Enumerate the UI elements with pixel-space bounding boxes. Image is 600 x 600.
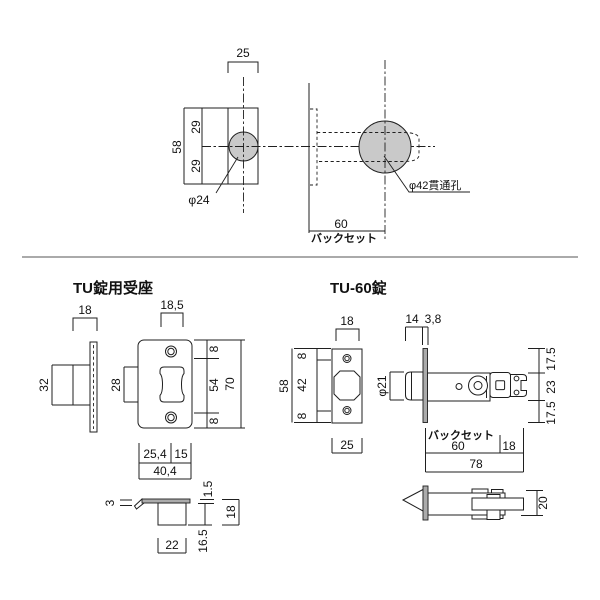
dim-face-thickness: 3,8 bbox=[425, 312, 442, 326]
dim-offset-right: 15 bbox=[174, 447, 188, 461]
dim-line bbox=[183, 107, 228, 185]
dim-plate-width: 40,4 bbox=[153, 464, 177, 478]
dim-face-bottom-width: 25 bbox=[340, 438, 354, 452]
dim-line bbox=[72, 317, 98, 331]
label-spindle-dia: φ24 bbox=[188, 193, 209, 207]
dim-face-width: 18 bbox=[340, 314, 354, 328]
dim-depth-inner: 16.5 bbox=[196, 529, 210, 553]
strike-plate-section: TU錠用受座 18 32 18,5 28 8 54 8 70 25,4 15 4… bbox=[37, 279, 245, 554]
dim-strike-box-width: 18 bbox=[78, 303, 92, 317]
dim-backset-top: 60 bbox=[334, 217, 348, 231]
dim-line bbox=[138, 443, 192, 480]
latch-bolt-head bbox=[405, 371, 424, 401]
screw-hole-inner bbox=[344, 407, 350, 414]
dim-line bbox=[227, 61, 259, 73]
dim-cutout-width: 18,5 bbox=[160, 298, 184, 312]
knob-drilling-view: 25 58 29 29 φ24 φ42貫通孔 60 バックセット bbox=[170, 46, 470, 245]
dim-line bbox=[160, 312, 184, 327]
spring-tab bbox=[491, 489, 504, 494]
dim-line bbox=[120, 499, 132, 506]
dim-face-hole-span: 42 bbox=[295, 378, 309, 392]
dim-margin-top: 8 bbox=[207, 345, 221, 352]
dim-seg-mid: 23 bbox=[544, 380, 558, 394]
rose-hidden-outline bbox=[310, 108, 318, 186]
dim-line bbox=[188, 503, 212, 526]
strike-title: TU錠用受座 bbox=[73, 279, 153, 297]
dim-line bbox=[157, 538, 187, 554]
dim-seg-bottom: 17.5 bbox=[544, 401, 558, 425]
dim-tail: 18 bbox=[502, 439, 516, 453]
dim-depth-total: 18 bbox=[224, 505, 238, 519]
dim-face-margin-top: 8 bbox=[295, 352, 309, 359]
dim-body-height: 20 bbox=[536, 496, 550, 510]
dim-line bbox=[194, 339, 245, 429]
dim-knob-half-top: 29 bbox=[189, 120, 203, 134]
dim-knob-width: 25 bbox=[236, 46, 250, 60]
leader-line bbox=[383, 155, 470, 193]
latch-section: TU-60錠 18 58 8 42 8 25 14 3,8 bbox=[277, 279, 558, 521]
dim-line bbox=[51, 364, 73, 406]
dim-bolt-dia: φ21 bbox=[375, 375, 389, 396]
spindle-square-hole bbox=[495, 380, 506, 391]
dim-line bbox=[222, 499, 240, 526]
strike-box-side bbox=[72, 364, 91, 406]
dim-hole-span: 54 bbox=[207, 378, 221, 392]
strike-cutout bbox=[159, 366, 185, 403]
label-bore: φ42貫通孔 bbox=[409, 179, 461, 192]
dim-thickness: 1.5 bbox=[201, 480, 215, 497]
dim-seg-top: 17.5 bbox=[544, 347, 558, 371]
dim-cutout-height: 28 bbox=[109, 378, 123, 392]
dim-line bbox=[405, 326, 429, 345]
dim-face-margin-bottom: 8 bbox=[295, 412, 309, 419]
fork-hole bbox=[513, 389, 520, 396]
label-backset-top: バックセット bbox=[311, 232, 377, 245]
dim-line bbox=[335, 328, 360, 341]
dim-line bbox=[200, 499, 214, 504]
dim-line bbox=[389, 371, 404, 401]
spring-tab bbox=[471, 514, 489, 520]
label-backset: バックセット bbox=[428, 429, 494, 442]
dim-lip: 3 bbox=[103, 499, 117, 506]
fork-hole bbox=[513, 375, 520, 382]
dim-line bbox=[331, 438, 363, 454]
dim-line bbox=[528, 348, 545, 423]
bolt-wedge bbox=[401, 488, 424, 512]
screw-hole-inner bbox=[167, 413, 175, 422]
dim-knob-half-bottom: 29 bbox=[189, 159, 203, 173]
latch-title: TU-60錠 bbox=[330, 279, 387, 297]
dim-knob-height: 58 bbox=[170, 140, 184, 154]
dim-line bbox=[521, 490, 543, 516]
tail-slot bbox=[471, 497, 524, 511]
strike-box-section bbox=[157, 502, 187, 526]
dim-line bbox=[425, 428, 524, 473]
dim-face-height: 58 bbox=[277, 379, 291, 393]
leader-line bbox=[215, 156, 239, 194]
dim-open-width: 22 bbox=[165, 538, 179, 552]
dim-line bbox=[291, 348, 331, 423]
pin-hole bbox=[455, 383, 463, 390]
dim-offset-left: 25,4 bbox=[143, 447, 167, 461]
dim-plate-height: 70 bbox=[223, 377, 237, 391]
dim-strike-box-height: 32 bbox=[37, 378, 51, 392]
dim-line bbox=[123, 366, 138, 403]
faceplate-edge-bar bbox=[422, 485, 429, 521]
dim-margin-bottom: 8 bbox=[207, 417, 221, 424]
dim-total-length: 78 bbox=[469, 457, 483, 471]
knob-hidden-outline bbox=[317, 132, 420, 162]
faceplate-edge-bar bbox=[422, 348, 428, 423]
latch-bolt-face bbox=[333, 370, 361, 401]
spring-tab bbox=[471, 488, 489, 494]
screw-hole-inner bbox=[167, 347, 175, 356]
dim-backset: 60 bbox=[451, 439, 465, 453]
plate-section-bar bbox=[141, 498, 191, 504]
cam-circle-inner bbox=[473, 381, 483, 390]
dim-head-length: 14 bbox=[405, 312, 419, 326]
screw-hole-inner bbox=[344, 355, 350, 362]
